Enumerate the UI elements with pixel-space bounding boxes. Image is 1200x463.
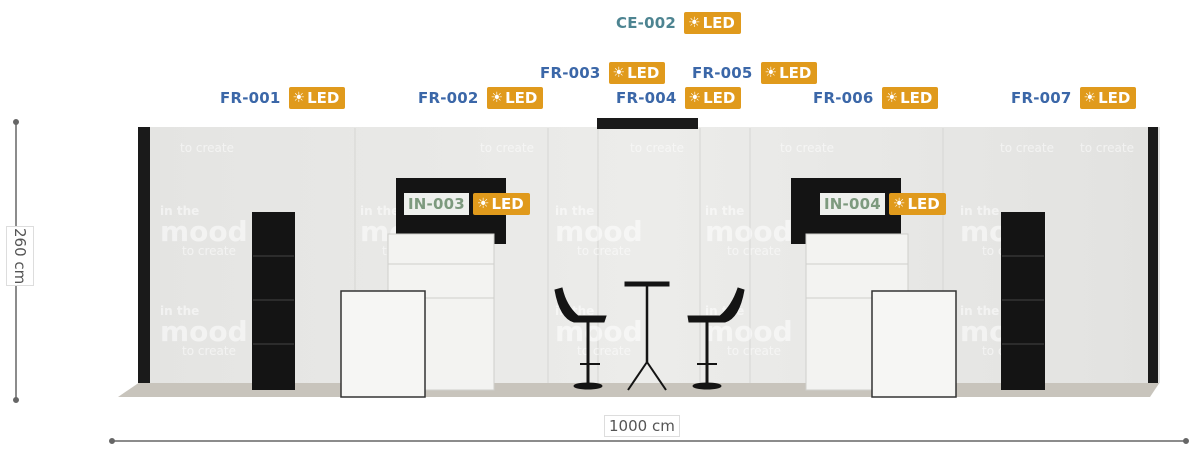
led-badge: ☀LED — [881, 87, 939, 109]
led-text: LED — [907, 195, 940, 213]
led-text: LED — [779, 64, 812, 82]
watermark-fragment: to create — [480, 141, 534, 155]
led-badge: ☀LED — [288, 87, 346, 109]
back-wall — [140, 127, 1160, 383]
sun-icon: ☀ — [292, 90, 306, 106]
fixture-code: FR-007 — [1007, 87, 1076, 109]
led-text: LED — [505, 89, 538, 107]
fixture-code: IN-003 — [404, 193, 469, 215]
watermark-line-1: in the — [160, 204, 199, 218]
led-text: LED — [702, 14, 735, 32]
shelf-unit-left — [252, 212, 295, 390]
left-frame-post — [138, 127, 150, 383]
label-fr-005[interactable]: FR-005 ☀LED — [688, 62, 818, 84]
watermark-fragment: to create — [1000, 141, 1054, 155]
led-text: LED — [1098, 89, 1131, 107]
bar-table — [624, 281, 670, 391]
sun-icon: ☀ — [688, 90, 702, 106]
fixture-code: FR-006 — [809, 87, 878, 109]
watermark-line-2: mood — [705, 215, 793, 248]
watermark-line-1: in the — [960, 204, 999, 218]
sun-icon: ☀ — [892, 196, 906, 212]
sun-icon: ☀ — [688, 15, 701, 31]
center-header-bar — [597, 118, 698, 129]
label-fr-003[interactable]: FR-003 ☀LED — [536, 62, 666, 84]
sun-icon: ☀ — [885, 90, 899, 106]
led-badge: ☀LED — [608, 62, 666, 84]
label-in-003[interactable]: IN-003 ☀LED — [404, 193, 530, 215]
sun-icon: ☀ — [490, 90, 504, 106]
led-badge: ☀LED — [684, 87, 742, 109]
fixture-code: FR-005 — [688, 62, 757, 84]
label-fr-001[interactable]: FR-001 ☀LED — [216, 87, 346, 109]
watermark-line-3: to create — [577, 244, 631, 258]
led-text: LED — [307, 89, 340, 107]
fixture-code: FR-001 — [216, 87, 285, 109]
width-dimension-line — [109, 438, 1189, 444]
fixture-code: IN-004 — [820, 193, 885, 215]
led-text: LED — [703, 89, 736, 107]
counter-left — [340, 233, 495, 398]
led-badge: ☀LED — [760, 62, 818, 84]
led-text: LED — [900, 89, 933, 107]
watermark-line-1: in the — [360, 204, 399, 218]
label-fr-002[interactable]: FR-002 ☀LED — [414, 87, 544, 109]
watermark-fragment: to create — [1080, 141, 1134, 155]
sun-icon: ☀ — [476, 196, 490, 212]
watermark-line-3: to create — [182, 244, 236, 258]
watermark-line-2: mood — [160, 315, 248, 348]
right-frame-post — [1148, 127, 1158, 383]
counter-right — [805, 233, 957, 398]
led-badge: ☀LED — [684, 12, 741, 34]
sun-icon: ☀ — [764, 65, 778, 81]
fixture-code: FR-004 — [612, 87, 681, 109]
bar-stool-left — [554, 287, 607, 390]
label-fr-006[interactable]: FR-006 ☀LED — [809, 87, 939, 109]
led-badge: ☀LED — [472, 193, 530, 215]
shelf-unit-right — [1001, 212, 1045, 390]
watermark-line-3: to create — [727, 344, 781, 358]
fixture-code: FR-002 — [414, 87, 483, 109]
watermark-line-2: mood — [160, 215, 248, 248]
watermark-line-1: in the — [555, 204, 594, 218]
fixture-code: CE-002 — [612, 12, 680, 34]
watermark-line-3: to create — [182, 344, 236, 358]
sun-icon: ☀ — [612, 65, 626, 81]
watermark-line-1: in the — [960, 304, 999, 318]
watermark-line-1: in the — [160, 304, 199, 318]
label-ce-002[interactable]: CE-002 ☀LED — [612, 12, 741, 34]
led-badge: ☀LED — [1079, 87, 1137, 109]
watermark-fragment: to create — [630, 141, 684, 155]
bar-stool-right — [687, 287, 745, 390]
watermark-line-3: to create — [577, 344, 631, 358]
label-in-004[interactable]: IN-004 ☀LED — [820, 193, 946, 215]
led-text: LED — [627, 64, 660, 82]
label-fr-004[interactable]: FR-004 ☀LED — [612, 87, 742, 109]
led-badge: ☀LED — [486, 87, 544, 109]
height-dimension-label: 260 cm — [6, 226, 34, 287]
watermark-line-3: to create — [727, 244, 781, 258]
sun-icon: ☀ — [1083, 90, 1097, 106]
watermark-line-1: in the — [705, 204, 744, 218]
width-dimension-label: 1000 cm — [604, 415, 680, 437]
label-fr-007[interactable]: FR-007 ☀LED — [1007, 87, 1137, 109]
watermark-line-2: mood — [555, 215, 643, 248]
watermark-fragment: to create — [780, 141, 834, 155]
watermark-fragment: to create — [180, 141, 234, 155]
led-text: LED — [491, 195, 524, 213]
led-badge: ☀LED — [888, 193, 946, 215]
fixture-code: FR-003 — [536, 62, 605, 84]
